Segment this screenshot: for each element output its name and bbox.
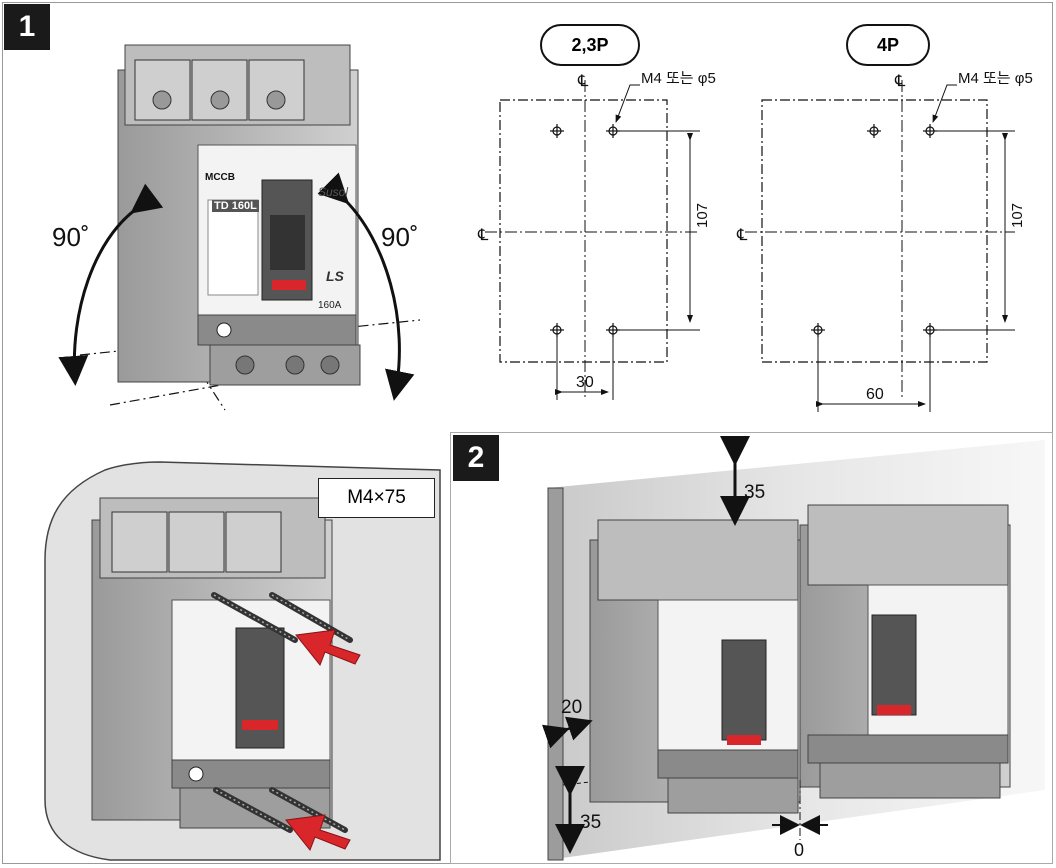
svg-text:℄: ℄ — [477, 227, 489, 244]
breaker-maker-text: LS — [326, 268, 344, 284]
breaker-brand-text: Susol — [318, 185, 349, 199]
clearance-side-label: 20 — [561, 697, 583, 718]
step-1-badge: 1 — [4, 4, 50, 50]
pole-4p-pill: 4P — [846, 24, 930, 66]
dim-60-label: 60 — [866, 386, 884, 403]
clearance-bottom-label: 35 — [580, 812, 602, 833]
angle-left-label: 90˚ — [52, 222, 90, 252]
dim-107-23p: 107 — [694, 202, 711, 228]
svg-text:℄: ℄ — [577, 73, 589, 90]
clearance-top-label: 35 — [744, 482, 766, 503]
hole-note-4p: M4 또는 φ5 — [958, 70, 1033, 87]
pole-23p-pill: 2,3P — [540, 24, 640, 66]
breaker-rating-text: 160A — [318, 300, 342, 311]
step-2-badge: 2 — [453, 435, 499, 481]
screw-spec-box: M4×75 — [318, 478, 435, 518]
hole-note-23p: M4 또는 φ5 — [641, 70, 716, 87]
breaker-mccb-text: MCCB — [205, 172, 235, 183]
svg-text:℄: ℄ — [736, 227, 748, 244]
hole-template-4p: ℄ ℄ — [736, 73, 1015, 412]
hole-template-23p: ℄ ℄ — [477, 73, 700, 400]
clearance-view — [542, 436, 1045, 861]
dim-30-label: 30 — [576, 374, 594, 391]
dim-107-4p: 107 — [1009, 202, 1026, 228]
angle-right-label: 90˚ — [381, 222, 419, 252]
gap-label: 0 — [794, 840, 805, 860]
breaker-model-text: TD 160L — [212, 200, 259, 212]
svg-text:℄: ℄ — [894, 73, 906, 90]
breaker-tilt-view — [58, 44, 421, 411]
screw-mounting-view — [44, 461, 441, 861]
